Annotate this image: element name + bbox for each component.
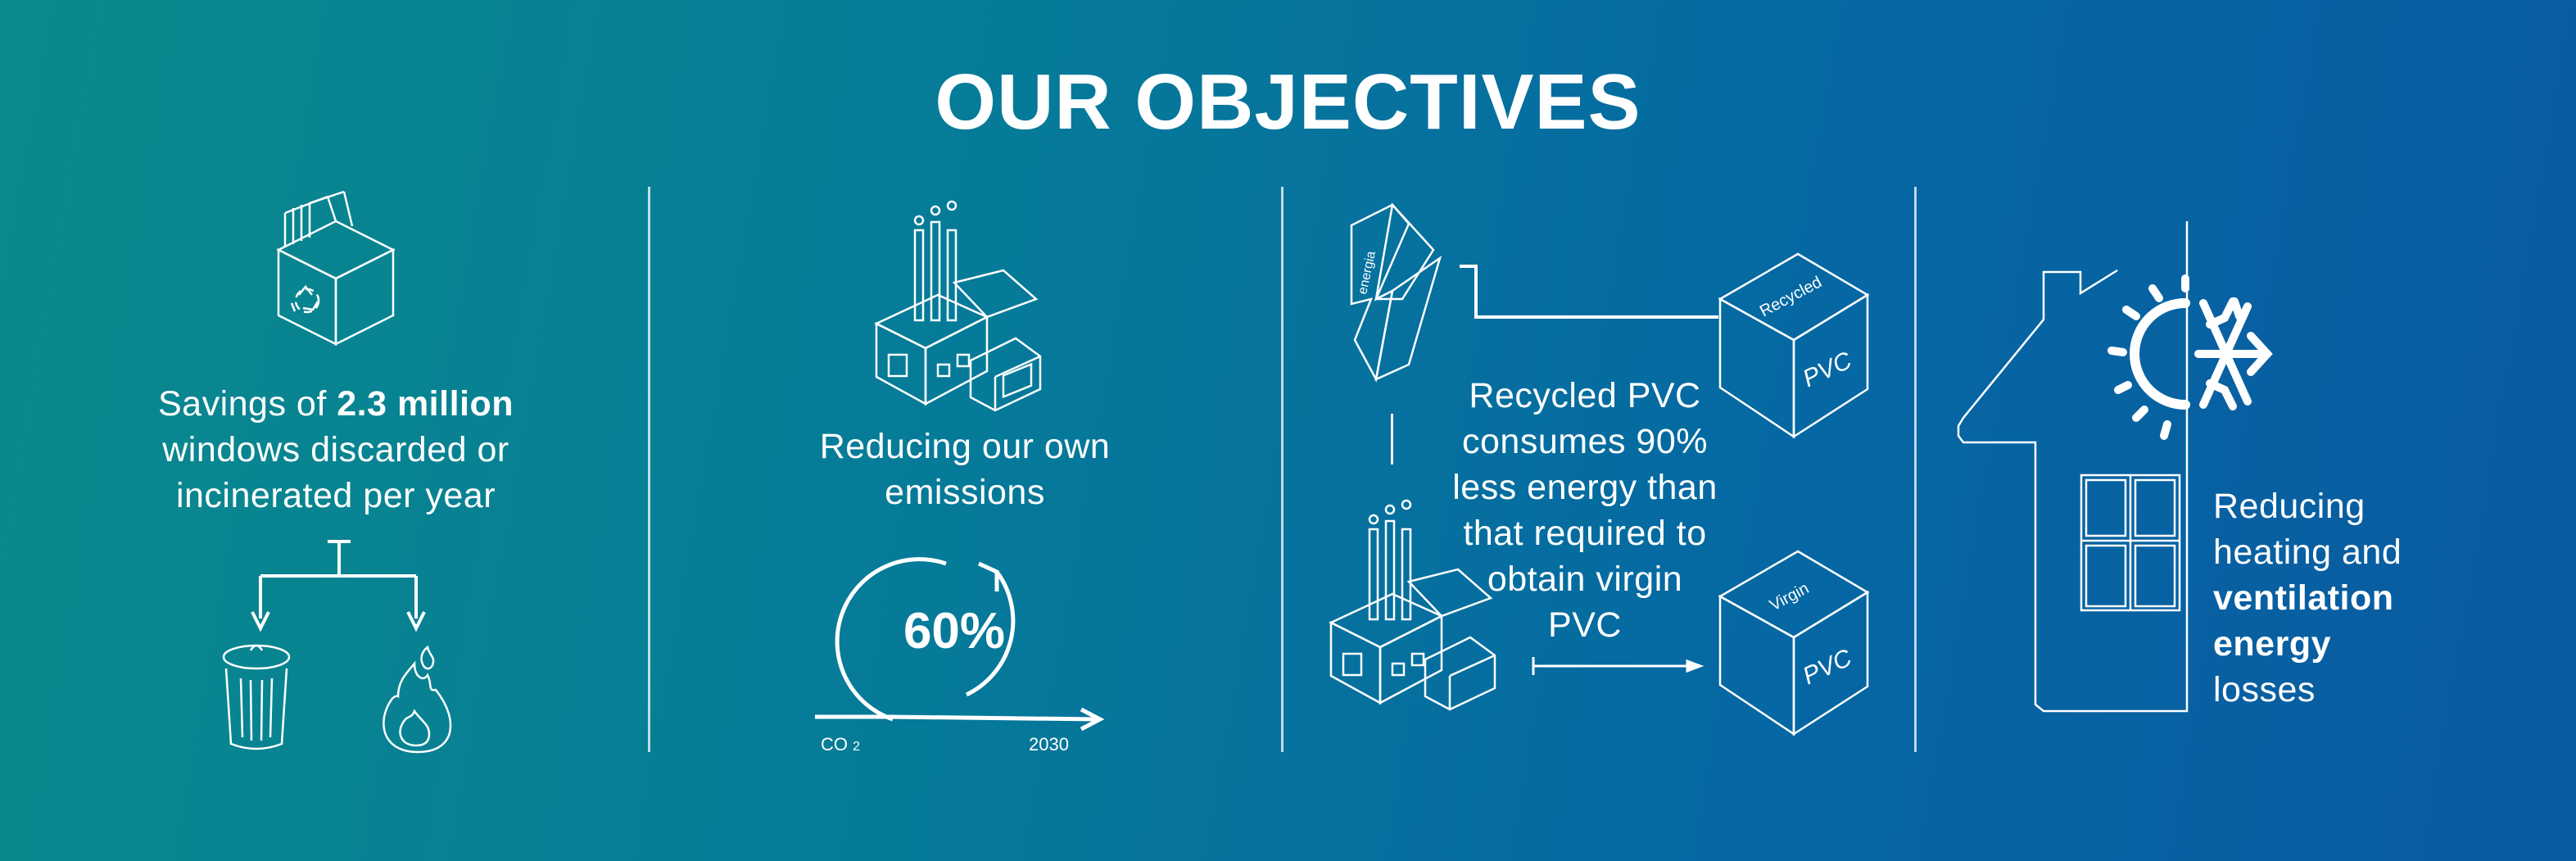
heating-line1: Reducing <box>2213 487 2365 526</box>
cube-top-label: Recycled <box>1757 273 1825 320</box>
factory-icon <box>872 193 1044 414</box>
pvc-line-6: PVC <box>1548 605 1622 645</box>
co2-label: CO 2 <box>821 734 860 755</box>
pvc-line-4: that required to <box>1463 514 1707 553</box>
emissions-line1: Reducing our own <box>819 427 1111 466</box>
cube-icon-virgin: Virgin PVC <box>1716 547 1872 736</box>
pvc-line-5: obtain virgin <box>1487 560 1683 599</box>
connector-line <box>1458 266 1720 324</box>
heating-bold1: ventilation <box>2213 578 2394 618</box>
cube-top-material: PVC <box>1799 347 1856 392</box>
factory-icon-small <box>1327 492 1499 717</box>
divider-2 <box>1281 187 1283 752</box>
heating-bold2: energy <box>2213 624 2332 664</box>
cube-bottom-material: PVC <box>1799 644 1856 690</box>
co2-subscript: 2 <box>853 740 861 754</box>
year-label: 2030 <box>1029 734 1069 755</box>
pvc-line-2: consumes 90% <box>1462 422 1708 461</box>
recycle-box-icon <box>270 197 401 360</box>
cube-bottom-label: Virgin <box>1767 579 1812 614</box>
pvc-line-1: Recycled PVC <box>1469 376 1701 415</box>
savings-text: Savings of 2.3 million windows discarded… <box>82 381 590 519</box>
sun-snowflake-icon <box>2087 279 2284 442</box>
house-icon <box>1954 221 2199 713</box>
recycled-pvc-text: Recycled PVC consumes 90% less energy th… <box>1417 373 1753 648</box>
right-arrow <box>1532 654 1704 678</box>
page-title: OUR OBJECTIVES <box>935 58 1641 146</box>
lightning-energy-icon: energia <box>1343 201 1450 389</box>
divider-1 <box>648 187 650 752</box>
branch-arrow-icon <box>246 537 434 635</box>
emissions-line2: emissions <box>885 473 1045 512</box>
cycle-arrow-icon <box>815 549 1110 729</box>
energy-label: energia <box>1356 250 1379 296</box>
emissions-text: Reducing our own emissions <box>711 424 1219 515</box>
savings-prefix: Savings of <box>157 384 337 424</box>
cube-icon-recycled: Recycled PVC <box>1716 250 1872 438</box>
heating-line2: heating and <box>2213 532 2402 572</box>
fire-icon <box>378 639 456 754</box>
emissions-percent: 60% <box>903 603 1006 659</box>
trash-bin-icon <box>220 639 293 754</box>
small-vertical-line <box>1391 414 1393 464</box>
pvc-line-3: less energy than <box>1452 468 1718 507</box>
savings-line3: incinerated per year <box>175 476 496 515</box>
heating-line5: losses <box>2213 670 2316 709</box>
savings-amount: 2.3 million <box>337 384 514 424</box>
heating-text: Reducing heating and ventilation energy … <box>2213 483 2524 713</box>
divider-3 <box>1914 187 1917 752</box>
savings-line2: windows discarded or <box>162 430 509 469</box>
co2-text: CO <box>821 734 848 755</box>
